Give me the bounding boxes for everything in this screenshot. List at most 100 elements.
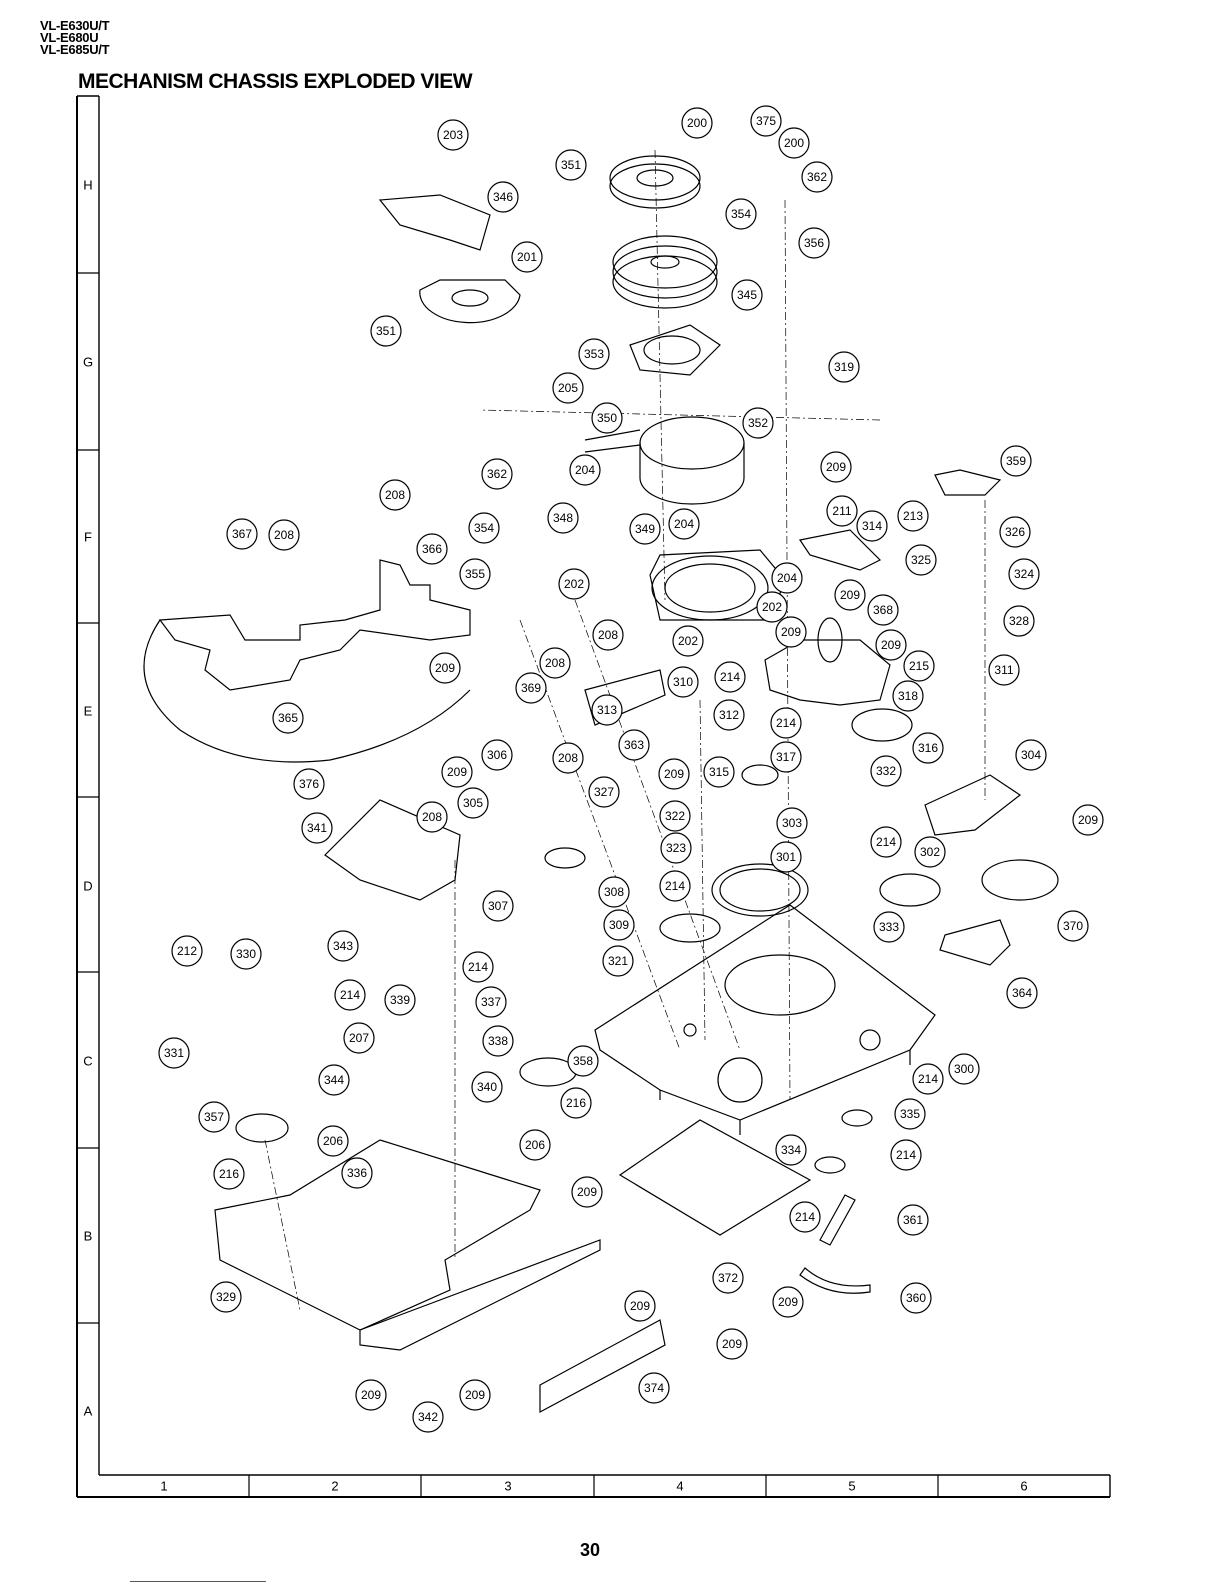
callout-number: 318 (898, 689, 918, 703)
callout-number: 216 (566, 1096, 586, 1110)
grid-column-label: 3 (504, 1479, 511, 1494)
grid-column-label: 2 (331, 1479, 338, 1494)
callout-circle (668, 508, 700, 540)
part-callout: 204 (771, 562, 803, 594)
part-callout: 331 (158, 1037, 190, 1069)
gear-drawing (814, 1156, 846, 1174)
callout-circle (672, 625, 704, 657)
part-callout: 209 (820, 451, 852, 483)
callout-number: 209 (778, 1295, 798, 1309)
callout-circle (624, 1290, 656, 1322)
callout-circle (598, 876, 630, 908)
callout-number: 323 (666, 841, 686, 855)
callout-number: 344 (324, 1073, 344, 1087)
belt-drawing (819, 1194, 856, 1246)
callout-circle (660, 832, 692, 864)
part-callout: 351 (370, 315, 402, 347)
callout-circle (770, 741, 802, 773)
part-callout: 209 (834, 579, 866, 611)
axis-line (479, 409, 881, 421)
reel-gear-drawing (235, 1113, 289, 1143)
part-callout: 355 (459, 558, 491, 590)
callout-circle (731, 279, 763, 311)
part-callout: 202 (756, 591, 788, 623)
callout-number: 202 (564, 577, 584, 591)
callout-number: 208 (545, 656, 565, 670)
callout-number: 338 (488, 1034, 508, 1048)
callout-circle (914, 836, 946, 868)
part-callout: 317 (770, 741, 802, 773)
callout-circle (1015, 739, 1047, 771)
callout-circle (713, 699, 745, 731)
part-callout: 365 (272, 702, 304, 734)
part-callout: 214 (462, 951, 494, 983)
model-numbers: VL-E630U/T VL-E680U VL-E685U/T (40, 19, 110, 56)
callout-number: 204 (674, 517, 694, 531)
sub-chassis-drawing (214, 1139, 541, 1331)
part-callout: 306 (481, 739, 513, 771)
callout-number: 372 (718, 1271, 738, 1285)
gear-drawing (841, 1109, 873, 1127)
part-callout: 322 (659, 800, 691, 832)
gear-drawing (981, 859, 1059, 901)
part-callout: 307 (482, 890, 514, 922)
upper-drum-rotor-drawing (636, 169, 674, 187)
axis-line (784, 199, 791, 1101)
callout-circle (897, 1204, 929, 1236)
part-callout: 209 (355, 1379, 387, 1411)
part-callout: 214 (334, 979, 366, 1011)
callout-circle (457, 787, 489, 819)
drum-base-ring-drawing (651, 555, 769, 621)
callout-number: 355 (465, 567, 485, 581)
callout-circle (567, 1045, 599, 1077)
axis-line (264, 1139, 301, 1311)
part-callout: 303 (776, 807, 808, 839)
part-callout: 209 (1072, 804, 1104, 836)
callout-number: 334 (781, 1143, 801, 1157)
main-chassis-drawing (659, 1050, 911, 1135)
model-number: VL-E680U (40, 30, 99, 45)
main-chassis-drawing (717, 1057, 763, 1103)
cam-plate-drawing (817, 617, 843, 663)
part-callout: 216 (213, 1158, 245, 1190)
callout-number: 200 (687, 116, 707, 130)
cover-plate-drawing (539, 1319, 666, 1414)
callout-circle (775, 616, 807, 648)
callout-circle (1057, 910, 1089, 942)
drum-pulley-drawing (612, 255, 718, 309)
head-plate-drawing (451, 289, 489, 307)
grid-row-label: F (84, 530, 92, 545)
callout-circle (638, 1372, 670, 1404)
gear-drawing (879, 873, 941, 907)
part-callout: 308 (598, 876, 630, 908)
part-callout: 345 (731, 279, 763, 311)
callout-circle (475, 986, 507, 1018)
callout-circle (714, 661, 746, 693)
callout-number: 331 (164, 1046, 184, 1060)
callout-number: 351 (376, 324, 396, 338)
part-callout: 321 (602, 945, 634, 977)
callout-circle (171, 935, 203, 967)
sub-chassis-drawing (359, 1239, 601, 1351)
lower-cylinder-drawing (639, 416, 745, 470)
main-cam-gear-drawing (719, 868, 801, 912)
part-callout: 332 (870, 755, 902, 787)
callout-circle (894, 1098, 926, 1130)
drum-pulley-drawing (650, 255, 680, 269)
callout-number: 208 (274, 528, 294, 542)
callout-number: 303 (782, 816, 802, 830)
callout-number: 356 (804, 236, 824, 250)
callout-number: 207 (349, 1031, 369, 1045)
part-callout: 372 (712, 1262, 744, 1294)
callout-circle (487, 181, 519, 213)
callout-circle (770, 707, 802, 739)
part-drawings (143, 149, 1059, 1414)
callout-circle (429, 652, 461, 684)
callout-number: 332 (876, 764, 896, 778)
callout-circle (820, 451, 852, 483)
callout-circle (870, 755, 902, 787)
part-callout: 208 (416, 801, 448, 833)
callout-circle (667, 666, 699, 698)
callout-number: 209 (826, 460, 846, 474)
callout-circle (801, 161, 833, 193)
